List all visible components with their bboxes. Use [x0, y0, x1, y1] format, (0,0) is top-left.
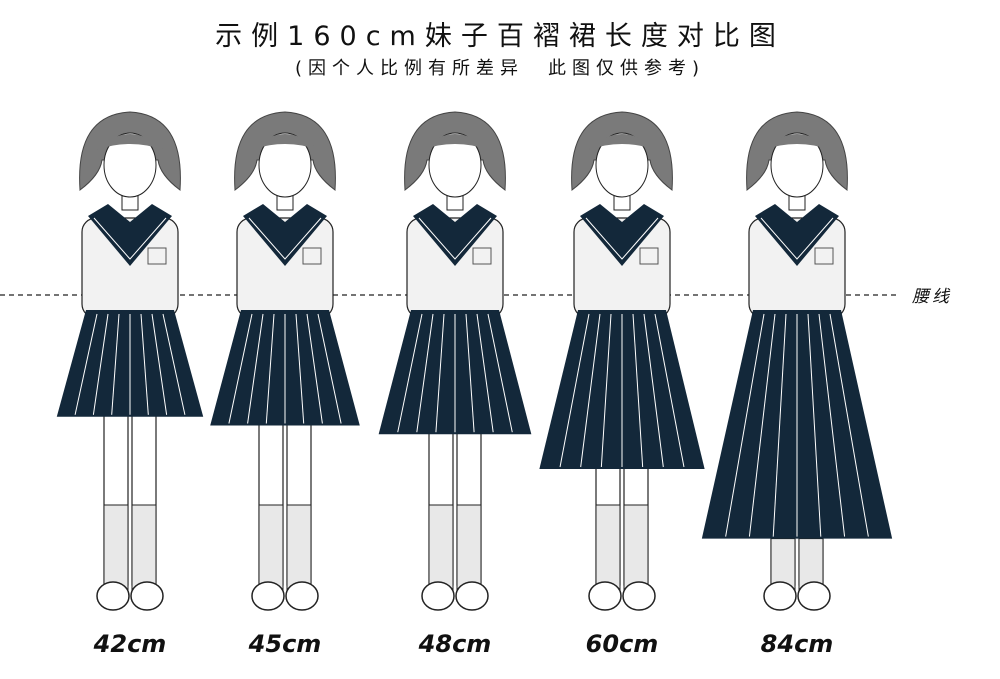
- skirt-length-label: 60cm: [585, 630, 659, 658]
- skirt-pleat: [643, 313, 664, 468]
- sock: [103, 504, 129, 591]
- skirt-length-label: 42cm: [93, 630, 167, 658]
- skirt-pleat: [228, 313, 253, 424]
- skirt-pleat: [632, 313, 644, 468]
- collar-stripe: [760, 217, 834, 260]
- skirt-pleat: [295, 313, 305, 424]
- skirt-pleat: [725, 313, 765, 537]
- skirt-pleat: [74, 313, 98, 415]
- skirt-pleat: [111, 313, 120, 415]
- collar-stripe: [93, 217, 167, 260]
- bangs: [96, 134, 164, 150]
- page-title: 示例160cm妹子百褶裙长度对比图: [215, 21, 785, 52]
- skirt-pleat: [818, 313, 846, 537]
- face: [595, 132, 649, 198]
- shoe: [455, 581, 489, 611]
- sock: [286, 504, 312, 591]
- skirt-pleat: [748, 313, 776, 537]
- sailor-collar: [243, 204, 327, 266]
- collar-stripe: [248, 217, 322, 260]
- shoe: [285, 581, 319, 611]
- sailor-collar: [88, 204, 172, 266]
- skirt-pleat: [829, 313, 869, 537]
- skirt-pleat: [654, 313, 685, 468]
- sock: [456, 504, 482, 591]
- sock: [428, 504, 454, 591]
- skirt-pleat: [465, 313, 475, 433]
- skirt-pleat: [580, 313, 601, 468]
- skirt-pleat: [416, 313, 434, 433]
- skirt-pleat: [162, 313, 186, 415]
- skirt-pleat: [807, 313, 822, 537]
- bangs: [588, 134, 656, 150]
- shirt-pocket: [147, 247, 167, 265]
- shoe: [763, 581, 797, 611]
- shoe: [251, 581, 285, 611]
- shoe: [588, 581, 622, 611]
- figure-60cm: [539, 111, 705, 611]
- bangs: [763, 134, 831, 150]
- waist-label: 腰线: [912, 287, 952, 307]
- shirt-pocket: [814, 247, 834, 265]
- collar-stripe: [585, 217, 659, 260]
- shoe: [421, 581, 455, 611]
- skirt-pleat: [317, 313, 342, 424]
- skirt-pleat: [600, 313, 612, 468]
- sailor-collar: [580, 204, 664, 266]
- page-subtitle: (因个人比例有所差异 此图仅供参考): [294, 58, 706, 79]
- shirt-pocket: [302, 247, 322, 265]
- sock: [258, 504, 284, 591]
- figure-45cm: [210, 111, 360, 611]
- skirt-pleat: [435, 313, 445, 433]
- sock: [131, 504, 157, 591]
- collar-stripe: [418, 217, 492, 260]
- skirt-pleat: [476, 313, 494, 433]
- skirt-pleat: [92, 313, 109, 415]
- skirt-pleat: [265, 313, 275, 424]
- sock: [623, 504, 649, 591]
- skirt-pleat: [559, 313, 590, 468]
- sailor-collar: [755, 204, 839, 266]
- shoe: [797, 581, 831, 611]
- face: [103, 132, 157, 198]
- face: [258, 132, 312, 198]
- skirt-pleat: [247, 313, 264, 424]
- face: [770, 132, 824, 198]
- shirt-pocket: [639, 247, 659, 265]
- sailor-collar: [413, 204, 497, 266]
- figure-42cm: [56, 111, 204, 611]
- shoe: [622, 581, 656, 611]
- skirt-pleat: [306, 313, 323, 424]
- face: [428, 132, 482, 198]
- sock: [770, 538, 796, 591]
- figure-84cm: [701, 111, 893, 611]
- skirt-pleat: [151, 313, 168, 415]
- skirt-pleat: [487, 313, 513, 433]
- bangs: [421, 134, 489, 150]
- skirt-length-label: 45cm: [248, 630, 322, 658]
- skirt-length-label: 48cm: [418, 630, 492, 658]
- sock: [595, 504, 621, 591]
- shoe: [130, 581, 164, 611]
- figure-48cm: [378, 111, 532, 611]
- skirt-pleat: [772, 313, 787, 537]
- shoe: [96, 581, 130, 611]
- skirt-length-label: 84cm: [760, 630, 834, 658]
- bangs: [251, 134, 319, 150]
- skirt-pleat: [140, 313, 149, 415]
- shirt-pocket: [472, 247, 492, 265]
- skirt-pleat: [397, 313, 423, 433]
